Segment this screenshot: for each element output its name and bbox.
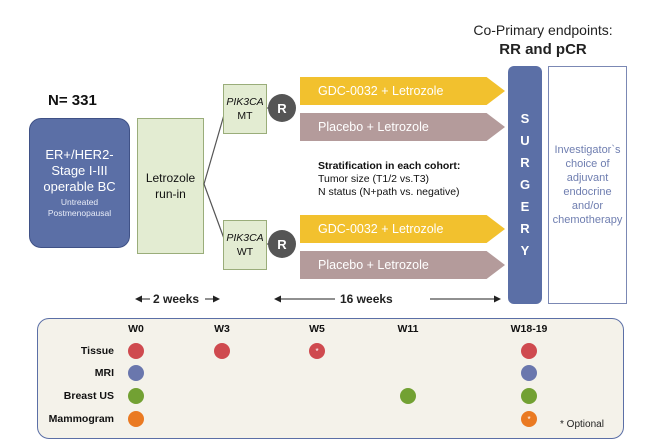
cohort-mt-status: MT — [237, 110, 253, 122]
surgery-letter: R — [520, 155, 530, 170]
schedule-row-mri: MRI — [94, 367, 114, 379]
arm-mt-drug-label: GDC-0032 + Letrozole — [318, 84, 444, 98]
schedule-dot — [521, 365, 537, 381]
stratification-line-1: Tumor size (T1/2 vs.T3) — [318, 173, 430, 185]
cohort-wt-gene: PIK3CA — [226, 232, 264, 244]
stratification-line-2: N status (N+path vs. negative) — [318, 186, 460, 198]
schedule-dot — [214, 343, 230, 359]
adjuvant-text: Investigator`s choice of adjuvant endocr… — [552, 144, 623, 226]
schedule-row-tissue: Tissue — [80, 345, 114, 357]
schedule-column-w11: W11 — [397, 323, 419, 335]
schedule-column-w3: W3 — [214, 323, 230, 335]
connector-to-wt — [203, 183, 227, 245]
schedule-column-w18-19: W18-19 — [510, 323, 548, 335]
timeline-2-weeks: 2 weeks — [153, 292, 200, 306]
population-box: ER+/HER2- Stage I-III operable BC Untrea… — [29, 118, 130, 248]
arm-mt-drug: GDC-0032 + Letrozole — [300, 77, 505, 105]
endpoints-subtitle: RR and pCR — [499, 41, 587, 58]
surgery-letter: Y — [520, 243, 530, 258]
surgery-letter: U — [520, 133, 530, 148]
adjuvant-box: Investigator`s choice of adjuvant endocr… — [548, 66, 627, 304]
stratification-note: Stratification in each cohort: Tumor siz… — [318, 160, 460, 199]
schedule-row-breast-us: Breast US — [63, 390, 114, 402]
sample-size-label: N= 331 — [48, 92, 97, 109]
stratification-heading: Stratification in each cohort: — [318, 160, 461, 172]
schedule-dot — [128, 365, 144, 381]
schedule-dot — [128, 388, 144, 404]
arm-wt-placebo: Placebo + Letrozole — [300, 251, 505, 279]
schedule-dot — [400, 388, 416, 404]
cohort-wt-status: WT — [236, 246, 254, 258]
schedule-dot-optional: * — [521, 411, 537, 427]
arm-wt-drug: GDC-0032 + Letrozole — [300, 215, 505, 243]
cohort-wt-box: PIK3CA WT — [223, 220, 267, 270]
schedule-column-w0: W0 — [128, 323, 144, 335]
optional-footnote: * Optional — [560, 419, 604, 430]
arm-wt-drug-label: GDC-0032 + Letrozole — [318, 222, 444, 236]
timeline-16-weeks: 16 weeks — [340, 292, 393, 306]
run-in-label: Letrozole run-in — [145, 171, 196, 201]
connector-to-mt — [203, 107, 227, 185]
population-sub-text: Untreated Postmenopausal — [47, 197, 112, 218]
surgery-letter: R — [520, 221, 530, 236]
schedule-dot — [128, 411, 144, 427]
surgery-letter: G — [519, 177, 531, 192]
cohort-mt-box: PIK3CA MT — [223, 84, 267, 134]
arm-mt-placebo: Placebo + Letrozole — [300, 113, 505, 141]
surgery-box: S U R G E R Y — [508, 66, 542, 304]
population-main-text: ER+/HER2- Stage I-III operable BC — [43, 147, 116, 194]
schedule-dot — [128, 343, 144, 359]
schedule-dot-optional: * — [309, 343, 325, 359]
surgery-letter: S — [520, 111, 530, 126]
surgery-letter: E — [520, 199, 530, 214]
arm-mt-placebo-label: Placebo + Letrozole — [318, 120, 429, 134]
schedule-column-w5: W5 — [309, 323, 325, 335]
run-in-box: Letrozole run-in — [137, 118, 204, 254]
cohort-mt-gene: PIK3CA — [226, 96, 264, 108]
randomize-circle-mt: R — [268, 94, 296, 122]
schedule-dot — [521, 343, 537, 359]
schedule-dot — [521, 388, 537, 404]
endpoints-title: Co-Primary endpoints: — [473, 22, 613, 38]
arm-wt-placebo-label: Placebo + Letrozole — [318, 258, 429, 272]
schedule-row-mammogram: Mammogram — [48, 413, 114, 425]
randomize-circle-wt: R — [268, 230, 296, 258]
